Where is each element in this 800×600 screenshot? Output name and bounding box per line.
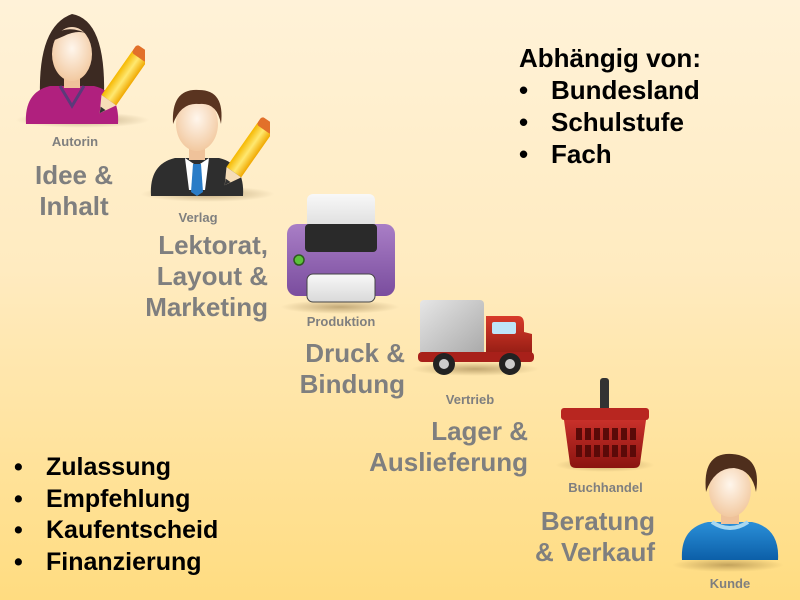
- task-label-produktion: Druck & Bindung: [280, 338, 405, 400]
- dependency-heading: Abhängig von:: [519, 43, 701, 73]
- dependency-list: Abhängig von: Bundesland Schulstufe Fach: [519, 42, 701, 170]
- task-line: & Verkauf: [535, 537, 655, 567]
- task-line: Lager &: [431, 416, 528, 446]
- task-label-buchhandel: Beratung & Verkauf: [490, 506, 655, 568]
- icon-shadow: [280, 300, 400, 314]
- task-line: Beratung: [540, 506, 655, 536]
- task-line: Lektorat,: [158, 230, 268, 260]
- factor-item: Kaufentscheid: [14, 515, 218, 547]
- task-label-autorin: Idee & Inhalt: [24, 160, 124, 222]
- role-label-buchhandel: Buchhandel: [568, 480, 643, 495]
- icon-shadow: [672, 558, 784, 572]
- publisher-man-pencil-icon: [150, 89, 270, 196]
- task-line: Marketing: [145, 292, 268, 322]
- factor-list: Zulassung Empfehlung Kaufentscheid Finan…: [14, 452, 218, 578]
- shopping-basket-icon: [561, 378, 649, 468]
- truck-icon: [418, 300, 534, 375]
- role-label-autorin: Autorin: [51, 134, 99, 149]
- printer-icon: [287, 194, 395, 303]
- role-label-verlag: Verlag: [178, 210, 218, 225]
- dependency-item: Fach: [519, 138, 701, 170]
- task-line: Bindung: [299, 369, 405, 399]
- author-woman-pencil-icon: [25, 14, 145, 124]
- factor-item: Empfehlung: [14, 484, 218, 516]
- task-line: Layout &: [156, 261, 268, 291]
- task-line: Idee &: [34, 160, 114, 190]
- role-label-produktion: Produktion: [306, 314, 376, 329]
- task-label-vertrieb: Lager & Auslieferung: [330, 416, 528, 478]
- role-label-kunde: Kunde: [709, 576, 751, 591]
- dependency-item: Bundesland: [519, 74, 701, 106]
- task-line: Druck &: [305, 338, 405, 368]
- factor-item: Zulassung: [14, 452, 218, 484]
- dependency-item: Schulstufe: [519, 106, 701, 138]
- task-line: Auslieferung: [369, 447, 528, 477]
- role-label-vertrieb: Vertrieb: [445, 392, 495, 407]
- customer-person-icon: [681, 453, 779, 560]
- task-label-verlag: Lektorat, Layout & Marketing: [110, 230, 268, 323]
- task-line: Inhalt: [39, 191, 109, 221]
- factor-item: Finanzierung: [14, 547, 218, 579]
